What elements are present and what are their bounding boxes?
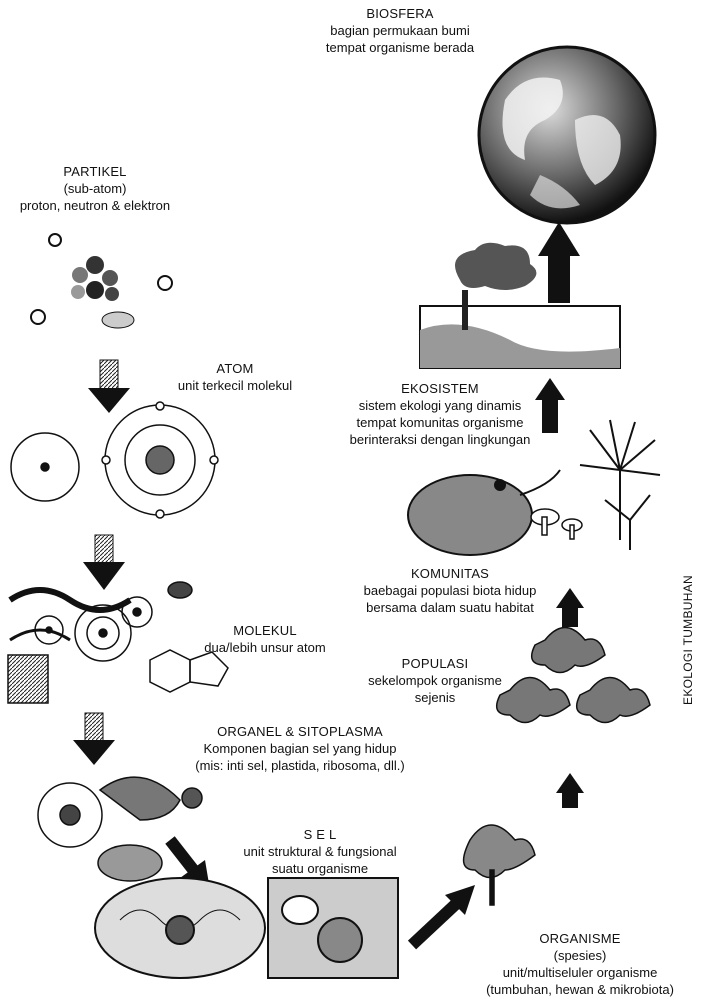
particle-cluster: [31, 234, 172, 328]
side-title: EKOLOGI TUMBUHAN: [681, 575, 695, 705]
label-atom: ATOM unit terkecil molekul: [150, 360, 320, 394]
label-line: (mis: inti sel, plastida, ribosoma, dll.…: [170, 757, 430, 774]
arrow-up-icon: [556, 773, 584, 808]
organelle-diagram: [38, 777, 202, 881]
label-title: ORGANISME: [460, 930, 700, 947]
label-line: dua/lebih unsur atom: [195, 639, 335, 656]
label-line: baebagai populasi biota hidup: [340, 582, 560, 599]
cell-diagram: [95, 878, 398, 978]
label-line: berinteraksi dengan lingkungan: [330, 431, 550, 448]
label-organel: ORGANEL & SITOPLASMA Komponen bagian sel…: [170, 723, 430, 774]
arrow-down-icon: [88, 360, 130, 413]
label-sel: S E L unit struktural & fungsional suatu…: [215, 826, 425, 877]
label-line: (sub-atom): [0, 180, 190, 197]
label-line: tempat komunitas organisme: [330, 414, 550, 431]
label-title: POPULASI: [350, 655, 520, 672]
label-title: KOMUNITAS: [340, 565, 560, 582]
arrow-down-icon: [73, 713, 115, 765]
label-title: EKOSISTEM: [330, 380, 550, 397]
label-partikel: PARTIKEL (sub-atom) proton, neutron & el…: [0, 163, 190, 214]
arrow-up-icon: [556, 588, 584, 627]
label-komunitas: KOMUNITAS baebagai populasi biota hidup …: [340, 565, 560, 616]
label-title: S E L: [215, 826, 425, 843]
label-line: bersama dalam suatu habitat: [340, 599, 560, 616]
label-line: sistem ekologi yang dinamis: [330, 397, 550, 414]
label-title: ORGANEL & SITOPLASMA: [170, 723, 430, 740]
globe-icon: [479, 47, 655, 223]
label-line: (tumbuhan, hewan & mikrobiota): [460, 981, 700, 998]
label-populasi: POPULASI sekelompok organisme sejenis: [350, 655, 520, 706]
label-line: suatu organisme: [215, 860, 425, 877]
label-title: ATOM: [150, 360, 320, 377]
ecosystem-landscape: [420, 243, 620, 368]
label-title: MOLEKUL: [195, 622, 335, 639]
label-line: bagian permukaan bumi: [300, 22, 500, 39]
label-line: (spesies): [460, 947, 700, 964]
label-line: proton, neutron & elektron: [0, 197, 190, 214]
label-organisme: ORGANISME (spesies) unit/multiseluler or…: [460, 930, 700, 998]
label-line: sekelompok organisme: [350, 672, 520, 689]
label-title: PARTIKEL: [0, 163, 190, 180]
organism-plant: [464, 825, 535, 905]
label-line: unit struktural & fungsional: [215, 843, 425, 860]
label-line: unit terkecil molekul: [150, 377, 320, 394]
label-molekul: MOLEKUL dua/lebih unsur atom: [195, 622, 335, 656]
label-line: Komponen bagian sel yang hidup: [170, 740, 430, 757]
label-line: tempat organisme berada: [300, 39, 500, 56]
label-title: BIOSFERA: [300, 5, 500, 22]
label-line: unit/multiseluler organisme: [460, 964, 700, 981]
label-ekosistem: EKOSISTEM sistem ekologi yang dinamis te…: [330, 380, 550, 448]
label-biosfera: BIOSFERA bagian permukaan bumi tempat or…: [300, 5, 500, 56]
arrow-up-icon: [538, 222, 580, 303]
label-line: sejenis: [350, 689, 520, 706]
arrow-down-icon: [83, 535, 125, 590]
atom-diagram: [11, 402, 218, 518]
